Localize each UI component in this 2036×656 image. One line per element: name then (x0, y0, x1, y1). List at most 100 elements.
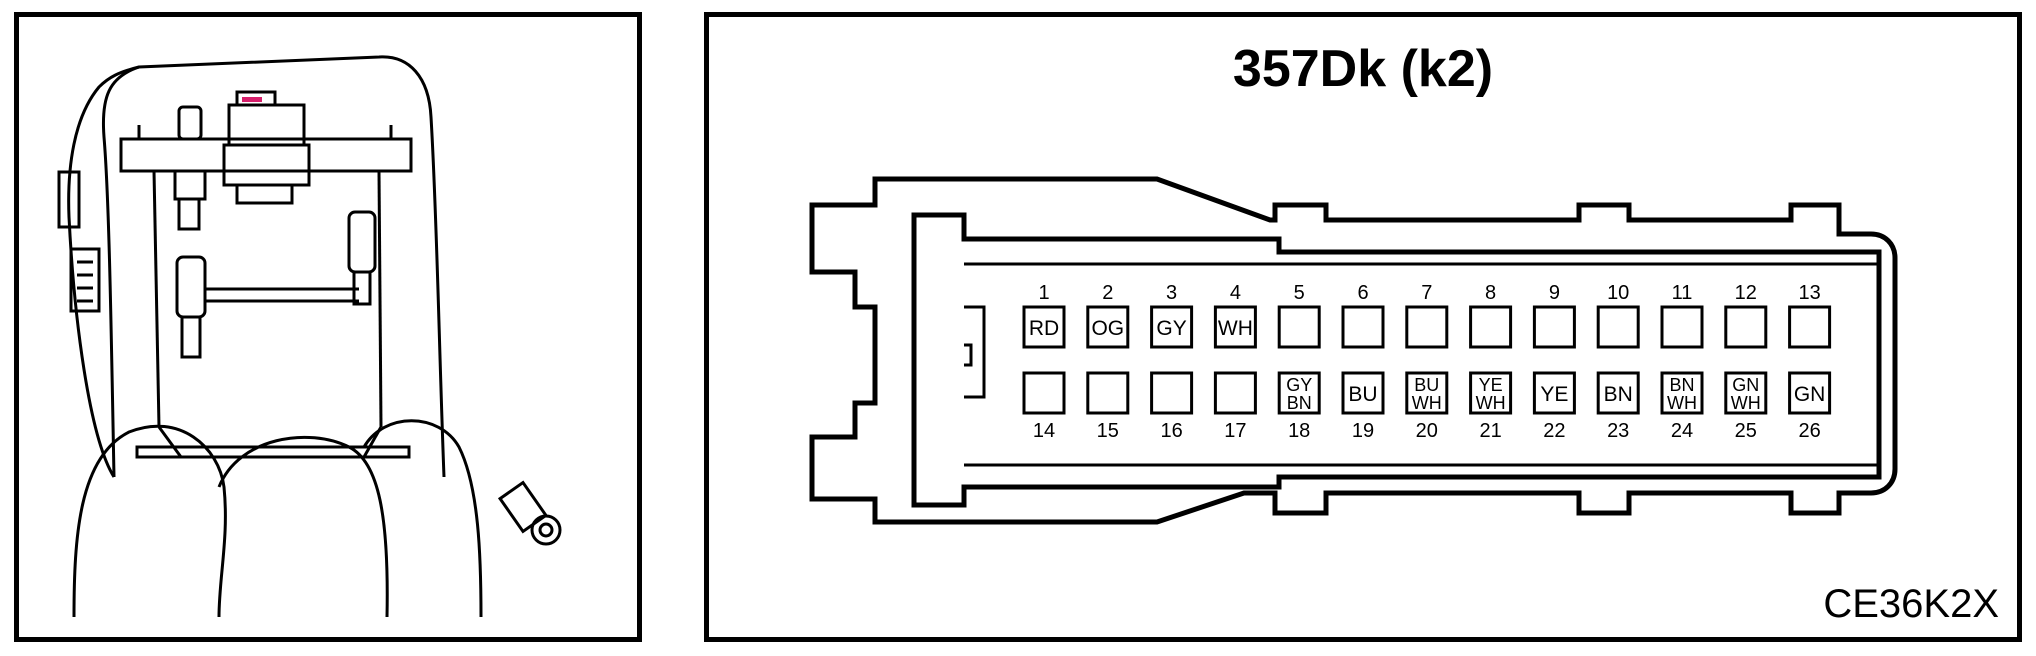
pin-17: 17 (1213, 371, 1257, 442)
pin-cavity (1150, 305, 1194, 349)
pin-2: 2OG (1086, 282, 1130, 349)
connector-housing-outline (809, 176, 1898, 525)
pin-cavity (1405, 371, 1449, 415)
connector-inner-outline (911, 212, 1882, 508)
wire-stripe-label: WH (1412, 393, 1442, 413)
pin-cavity (1788, 371, 1832, 415)
pin-cavity (1213, 371, 1257, 415)
right-actuator (347, 210, 377, 274)
wire-color-label: BN (1669, 375, 1694, 395)
seat-frame-illustration (57, 55, 562, 618)
pin-7: 7 (1405, 282, 1449, 349)
pin-number: 21 (1479, 420, 1501, 442)
pin-8: 8 (1469, 282, 1513, 349)
wire-color-label: YE (1540, 383, 1568, 406)
pin-13: 13 (1788, 282, 1832, 349)
location-illustration-panel (14, 12, 642, 642)
pin-number: 4 (1230, 282, 1241, 304)
wire-color-label: GN (1732, 375, 1759, 395)
lower-rail (135, 445, 411, 459)
pin-number: 11 (1672, 282, 1693, 304)
pin-cavity (1341, 305, 1385, 349)
pin-cavity (1022, 305, 1066, 349)
pin-6: 6 (1341, 282, 1385, 349)
pin-cavity (1469, 305, 1513, 349)
seat-back-outline (101, 55, 446, 478)
pin-cavity (1405, 305, 1449, 349)
pin-number: 5 (1294, 282, 1305, 304)
wire-color-label: WH (1218, 317, 1253, 340)
pin-cavity (1150, 371, 1194, 415)
pin-cavity (1788, 305, 1832, 349)
pin-number: 7 (1421, 282, 1432, 304)
pin-number: 12 (1735, 282, 1757, 304)
pin-number: 3 (1166, 282, 1177, 304)
pin-10: 10 (1596, 282, 1640, 349)
lower-right-motor (497, 480, 562, 546)
wire-color-label: GN (1794, 383, 1826, 406)
pin-number: 8 (1485, 282, 1496, 304)
pin-11: 11 (1660, 282, 1704, 349)
pin-number: 9 (1549, 282, 1560, 304)
pin-number: 24 (1671, 420, 1693, 442)
side-switch (69, 247, 101, 313)
pin-number: 15 (1097, 420, 1119, 442)
pin-number: 13 (1798, 282, 1820, 304)
pin-number: 25 (1735, 420, 1757, 442)
wire-color-label: YE (1479, 375, 1503, 395)
seat-cushion (72, 424, 227, 618)
pin-number: 18 (1288, 420, 1310, 442)
pin-cavity (1022, 371, 1066, 415)
connector-title: 357Dk (k2) (1232, 40, 1494, 98)
pin-cavity (1660, 371, 1704, 415)
pin-cavity (1086, 371, 1130, 415)
pin-cavity (1532, 371, 1576, 415)
pin-cavity (1277, 305, 1321, 349)
pin-number: 2 (1102, 282, 1113, 304)
pin-15: 15 (1086, 371, 1130, 442)
wire-color-label: BN (1604, 383, 1633, 406)
pin-cavity (1469, 371, 1513, 415)
wire-color-label: BU (1348, 383, 1377, 406)
pin-26: 26 GN (1788, 371, 1832, 442)
wire-stripe-label: WH (1731, 393, 1761, 413)
pin-number: 6 (1357, 282, 1368, 304)
pin-3: 3GY (1150, 282, 1194, 349)
pin-12: 12 (1724, 282, 1768, 349)
pin-16: 16 (1150, 371, 1194, 442)
pin-number: 1 (1038, 282, 1049, 304)
seat-back-side-left (67, 65, 140, 478)
upper-crossbar (119, 137, 413, 173)
pin-number: 26 (1798, 420, 1820, 442)
pin-number: 17 (1224, 420, 1246, 442)
pin-cavity (1724, 305, 1768, 349)
wire-color-label: GY (1286, 375, 1312, 395)
pin-cavity (1213, 305, 1257, 349)
pin-cavity (1532, 305, 1576, 349)
pin-number: 16 (1160, 420, 1182, 442)
pin-number: 20 (1416, 420, 1438, 442)
pin-5: 5 (1277, 282, 1321, 349)
pin-cavity (1086, 305, 1130, 349)
wire-stripe-label: WH (1476, 393, 1506, 413)
wire-stripe-label: BN (1287, 393, 1312, 413)
pin-cavity (1660, 305, 1704, 349)
connector-tab-highlight (242, 97, 262, 102)
pin-9: 9 (1532, 282, 1576, 349)
pin-14: 14 (1022, 371, 1066, 442)
left-actuator (175, 255, 207, 319)
pin-number: 14 (1033, 420, 1055, 442)
wire-color-label: GY (1156, 317, 1186, 340)
pin-number: 10 (1607, 282, 1629, 304)
figure-code: CE36K2X (1823, 582, 1999, 626)
